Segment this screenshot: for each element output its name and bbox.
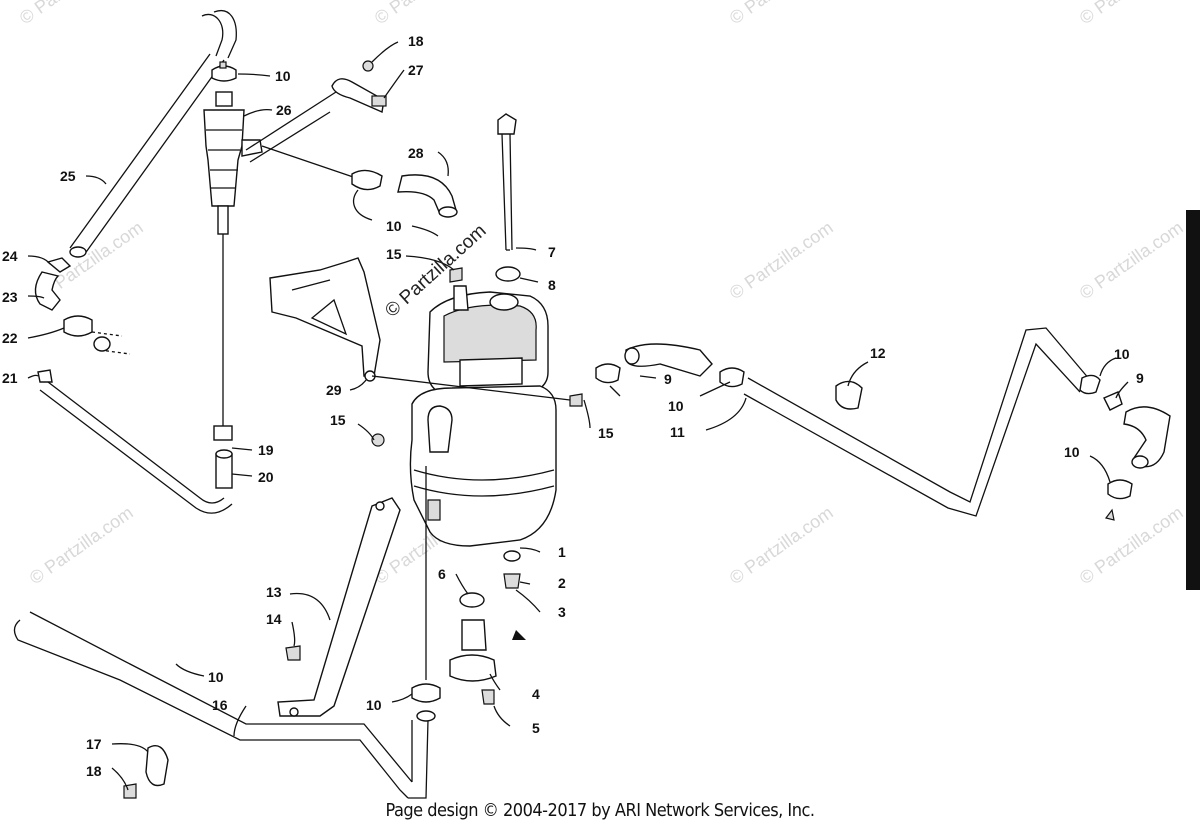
watermark: © Partzilla.com xyxy=(1076,502,1187,588)
callout-18: 18 xyxy=(86,763,102,779)
elbow-hose-28 xyxy=(261,145,458,221)
bracket-13 xyxy=(277,497,401,717)
clip-27 xyxy=(245,78,387,163)
hose-9-left xyxy=(595,343,745,388)
dipstick-7 xyxy=(489,113,521,311)
callout-13: 13 xyxy=(266,584,282,600)
hose-9-right xyxy=(1103,391,1171,521)
callout-15: 15 xyxy=(330,412,346,428)
clip-12 xyxy=(835,380,863,410)
callout-10: 10 xyxy=(1064,444,1080,460)
footer-copyright: Page design © 2004-2017 by ARI Network S… xyxy=(385,800,815,821)
callout-5: 5 xyxy=(532,720,540,736)
callout-15: 15 xyxy=(598,425,614,441)
callout-17: 17 xyxy=(86,736,102,752)
callout-25: 25 xyxy=(60,168,76,184)
callout-9: 9 xyxy=(664,371,672,387)
callout-27: 27 xyxy=(408,62,424,78)
callout-10: 10 xyxy=(1114,346,1130,362)
callout-6: 6 xyxy=(438,566,446,582)
arrow-marker xyxy=(512,630,526,640)
callout-24: 24 xyxy=(2,248,18,264)
callout-7: 7 xyxy=(548,244,556,260)
leader-lines xyxy=(27,41,1129,791)
hose-19-20 xyxy=(213,425,233,489)
callout-2: 2 xyxy=(558,575,566,591)
watermark: © Partzilla.com xyxy=(726,502,837,588)
callout-labels: 1 2 3 4 5 6 7 8 9 9 10 10 10 10 10 10 10… xyxy=(2,33,1144,779)
callout-12: 12 xyxy=(870,345,886,361)
hose-25 xyxy=(69,10,237,258)
watermark: © Partzilla.com xyxy=(16,0,127,28)
callout-11: 11 xyxy=(670,424,685,440)
callout-8: 8 xyxy=(548,277,556,293)
callout-3: 3 xyxy=(558,604,566,620)
callout-23: 23 xyxy=(2,289,18,305)
clip-17 xyxy=(123,745,169,799)
callout-10: 10 xyxy=(366,697,382,713)
page-edge xyxy=(1186,210,1200,590)
callout-22: 22 xyxy=(2,330,18,346)
callout-14: 14 xyxy=(266,611,282,627)
callout-10: 10 xyxy=(386,218,402,234)
callout-18: 18 xyxy=(408,33,424,49)
callout-29: 29 xyxy=(326,382,342,398)
callout-20: 20 xyxy=(258,469,274,485)
watermark: © Partzilla.com xyxy=(371,0,482,28)
callout-1: 1 xyxy=(558,544,566,560)
callout-4: 4 xyxy=(532,686,540,702)
watermark: © Partzilla.com xyxy=(726,0,837,28)
callout-21: 21 xyxy=(2,370,18,386)
callout-28: 28 xyxy=(408,145,424,161)
hose-11 xyxy=(743,327,1101,517)
watermark: © Partzilla.com xyxy=(1076,217,1187,303)
fuel-filter-26 xyxy=(203,91,263,430)
bolt-15 xyxy=(371,267,583,447)
watermark: © Partzilla.com xyxy=(1076,0,1187,28)
oil-tank-1 xyxy=(409,285,557,547)
callout-19: 19 xyxy=(258,442,274,458)
drain-fittings xyxy=(449,550,521,705)
callout-15: 15 xyxy=(386,246,402,262)
callout-16: 16 xyxy=(212,697,228,713)
watermark: © Partzilla.com xyxy=(26,502,137,588)
watermark: © Partzilla.com xyxy=(726,217,837,303)
fittings-21-24 xyxy=(34,257,233,514)
bolt-18-top xyxy=(362,60,374,72)
callout-26: 26 xyxy=(276,102,292,118)
hose-16 xyxy=(13,466,441,799)
callout-10: 10 xyxy=(668,398,684,414)
callout-9: 9 xyxy=(1136,370,1144,386)
callout-10: 10 xyxy=(275,68,291,84)
callout-10: 10 xyxy=(208,669,224,685)
bracket-29 xyxy=(269,257,381,382)
watermark-layer: © Partzilla.com © Partzilla.com © Partzi… xyxy=(16,0,1187,588)
clamp-icon xyxy=(211,61,237,82)
